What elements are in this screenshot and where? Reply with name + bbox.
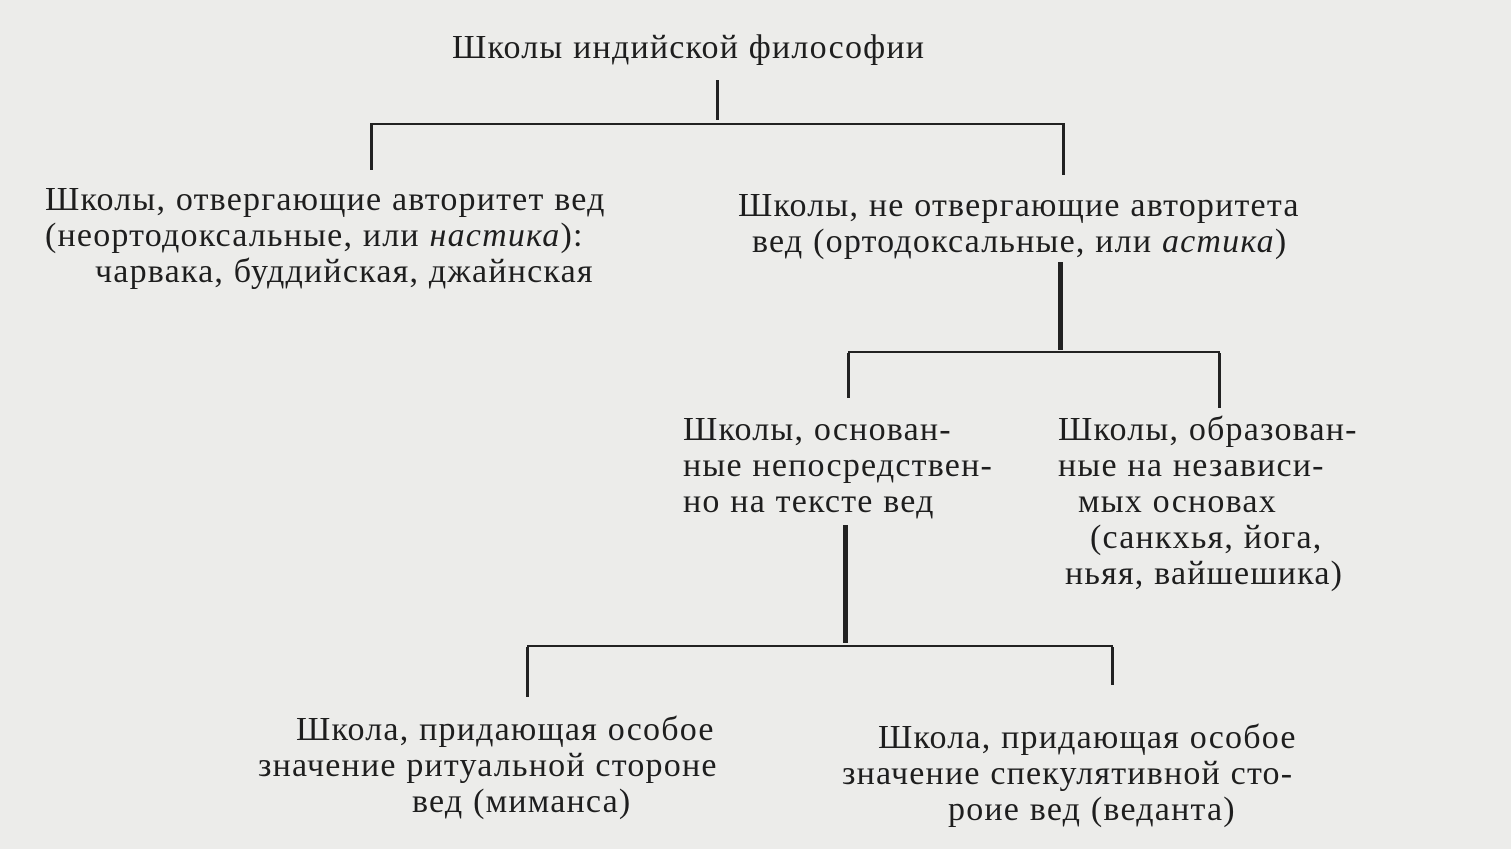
vedic-based-line3: но на тексте вед (683, 483, 935, 520)
orthodox-line1: Школы, не отвергающие авторитета (738, 187, 1300, 224)
orthodox-line2-suffix: ) (1274, 223, 1288, 260)
vedic-based-line1: Школы, основан- (683, 411, 952, 448)
heterodox-line1: Школы, отвергающие авторитет вед (45, 181, 606, 218)
independent-line4: (санкхья, йога, (1090, 519, 1323, 556)
level1-bar (370, 123, 1065, 125)
heterodox-line2: (неортодоксальные, или настика): (45, 218, 584, 254)
mimamsa-connector (526, 647, 529, 697)
orthodox-down-connector (1058, 262, 1063, 350)
independent-line2: ные на независи- (1058, 447, 1325, 484)
orthodox-line2: вед (ортодоксальные, или астика) (752, 224, 1287, 260)
heterodox-connector (370, 125, 373, 170)
vedanta-connector (1111, 647, 1114, 685)
heterodox-line3: чарвака, буддийская, джайнская (95, 253, 594, 290)
level2-bar (848, 351, 1220, 353)
mimamsa-line1: Школа, придающая особое (296, 711, 715, 748)
independent-line5: ньяя, вайшешика) (1065, 555, 1344, 592)
heterodox-line2-suffix: ): (560, 217, 584, 254)
root-connector (716, 80, 719, 120)
independent-line1: Школы, образован- (1058, 411, 1358, 448)
root-label: Школы индийской философии (452, 29, 926, 66)
vedanta-line1: Школа, придающая особое (878, 719, 1297, 756)
level3-bar (527, 645, 1113, 647)
independent-connector (1218, 353, 1221, 408)
heterodox-line2-prefix: (неортодоксальные, или (45, 217, 430, 254)
orthodox-line2-prefix: вед (ортодоксальные, или (752, 223, 1162, 260)
vedanta-line3: роие вед (веданта) (948, 791, 1236, 828)
mimamsa-line3: вед (миманса) (412, 783, 632, 820)
mimamsa-line2: значение ритуальной стороне (258, 747, 718, 784)
vedanta-line2: значение спекулятивной сто- (842, 755, 1294, 792)
orthodox-term: астика (1161, 223, 1275, 260)
vedic-based-connector (847, 353, 850, 398)
root-node: Школы индийской философии (452, 30, 925, 66)
vedic-based-line2: ные непосредствен- (683, 447, 994, 484)
orthodox-connector (1062, 125, 1065, 175)
independent-line3: мых основах (1078, 483, 1277, 520)
vedic-down-connector (843, 525, 848, 643)
heterodox-term: настика (429, 217, 561, 254)
